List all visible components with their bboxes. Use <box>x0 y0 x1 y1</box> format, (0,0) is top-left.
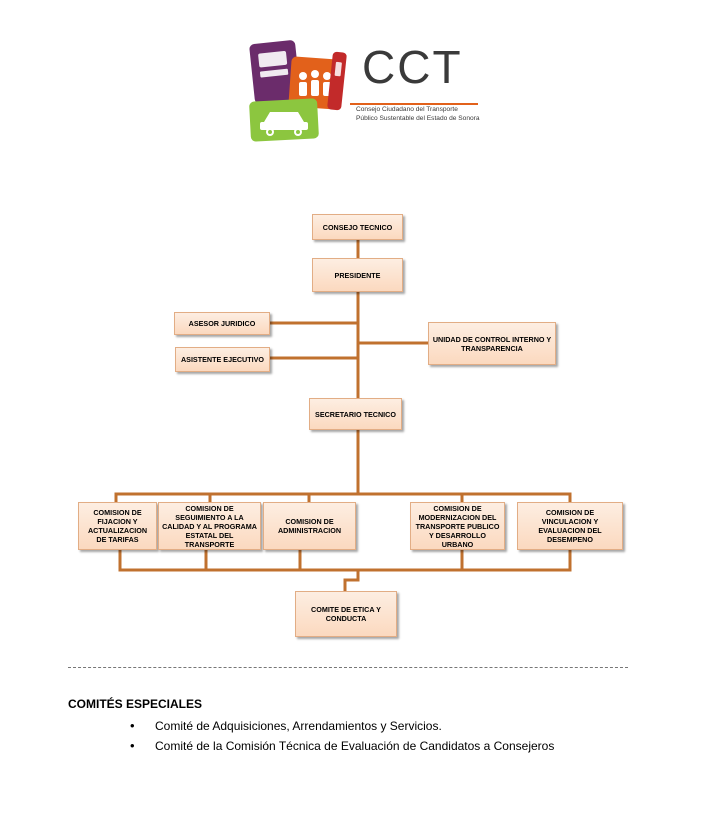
cct-logo-mark <box>249 40 478 142</box>
node-comite-etica: COMITE DE ETICA Y CONDUCTA <box>295 591 397 637</box>
list-item: Comité de Adquisiciones, Arrendamientos … <box>130 716 554 736</box>
node-comision-administracion: COMISION DE ADMINISTRACION <box>263 502 356 550</box>
node-comision-tarifas: COMISION DE FIJACION Y ACTUALIZACION DE … <box>78 502 157 550</box>
node-asesor-juridico: ASESOR JURIDICO <box>174 312 270 335</box>
list-item: Comité de la Comisión Técnica de Evaluac… <box>130 736 554 756</box>
dashed-separator <box>68 667 628 668</box>
logo-acronym: CCT <box>362 41 463 93</box>
node-secretario-tecnico: SECRETARIO TECNICO <box>309 398 402 430</box>
node-asistente-ejecutivo: ASISTENTE EJECUTIVO <box>175 347 270 372</box>
node-presidente: PRESIDENTE <box>312 258 403 292</box>
node-comision-vinculacion: COMISION DE VINCULACION Y EVALUACION DEL… <box>517 502 623 550</box>
node-comision-modernizacion: COMISION DE MODERNIZACION DEL TRANSPORTE… <box>410 502 505 550</box>
special-committees-title: COMITÉS ESPECIALES <box>68 697 203 711</box>
logo-line-1: Consejo Ciudadano del Transporte <box>356 106 458 113</box>
node-consejo-tecnico: CONSEJO TECNICO <box>312 214 403 240</box>
node-comision-seguimiento: COMISION DE SEGUIMIENTO A LA CALIDAD Y A… <box>158 502 261 550</box>
node-unidad-control: UNIDAD DE CONTROL INTERNO Y TRANSPARENCI… <box>428 322 556 365</box>
special-committees-list: Comité de Adquisiciones, Arrendamientos … <box>130 716 554 756</box>
cct-logo: CCT Consejo Ciudadano del Transporte Púb… <box>246 38 486 144</box>
logo-line-2: Público Sustentable del Estado de Sonora <box>356 115 480 122</box>
